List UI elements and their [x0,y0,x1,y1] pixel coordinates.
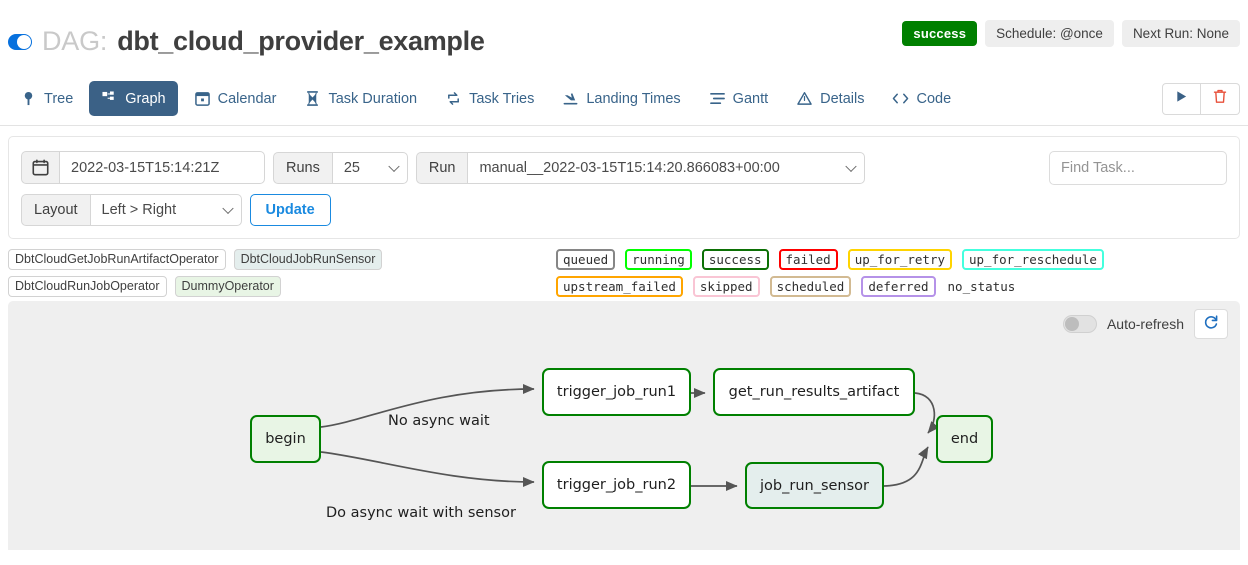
legend-status-scheduled[interactable]: scheduled [769,276,852,297]
run-label: Run [415,151,468,184]
status-badge: success [902,21,978,46]
legend-status-failed[interactable]: failed [778,249,838,270]
graph-node-get-run-results-artifact[interactable]: get_run_results_artifact [713,368,915,416]
tab-graph[interactable]: Graph [89,81,178,116]
update-button[interactable]: Update [249,194,331,226]
runs-group: Runs 25 [273,151,408,184]
node-label: trigger_job_run1 [556,384,677,400]
legend-status-up-for-retry[interactable]: up_for_retry [847,249,952,270]
tab-gantt[interactable]: Gantt [697,81,780,116]
tab-task-duration[interactable]: Task Duration [292,81,429,116]
page-title: DAG: dbt_cloud_provider_example [8,26,485,57]
graph-edges [320,383,940,492]
landing-icon [562,90,579,107]
tab-label: Task Tries [469,90,535,107]
schedule-badge[interactable]: Schedule: @once [985,20,1114,47]
graph-icon [101,90,118,107]
hourglass-icon [304,90,321,107]
refresh-button[interactable] [1194,309,1228,339]
legend-status-running[interactable]: running [625,249,692,270]
tab-details[interactable]: Details [784,81,876,116]
tab-label: Calendar [217,90,277,107]
tab-calendar[interactable]: Calendar [182,81,289,116]
tab-landing-times[interactable]: Landing Times [550,81,692,116]
graph-node-trigger-job-run1[interactable]: trigger_job_run1 [542,368,691,416]
dag-graph-panel: Auto-refresh begin trigger_job_run1 [8,301,1240,550]
delete-dag-button[interactable] [1201,83,1240,115]
tab-label: Task Duration [328,90,418,107]
dag-name-label: dbt_cloud_provider_example [117,26,485,56]
run-group: Run manual__2022-03-15T15:14:20.866083+0… [415,151,866,184]
node-label: begin [265,431,306,447]
legend-operator-chip[interactable]: DummyOperator [174,276,281,297]
warning-triangle-icon [796,90,813,107]
legend-status-upstream-failed[interactable]: upstream_failed [556,276,683,297]
dag-action-buttons [1162,83,1240,115]
controls-row-2: Layout Left > Right Update [21,194,1227,226]
edge-label-no-async-wait: No async wait [388,413,490,429]
layout-group: Layout Left > Right [21,194,242,226]
node-label: trigger_job_run2 [556,477,677,493]
graph-legend: DbtCloudGetJobRunArtifactOperator DbtClo… [8,249,1240,297]
legend-status-deferred[interactable]: deferred [861,276,936,297]
graph-node-job-run-sensor[interactable]: job_run_sensor [745,462,884,509]
auto-refresh-toggle[interactable] [1062,315,1097,333]
graph-node-trigger-job-run2[interactable]: trigger_job_run2 [542,461,691,509]
layout-select[interactable]: Left > Right [89,194,242,226]
dag-pause-toggle[interactable] [8,33,32,50]
auto-refresh-label: Auto-refresh [1106,316,1184,332]
tab-label: Details [820,90,865,107]
tab-label: Tree [44,90,74,107]
dag-view-tabs: Tree Graph Calendar Task Duration Task T… [0,72,1248,126]
legend-status-success[interactable]: success [701,249,769,270]
graph-refresh-controls: Auto-refresh [1062,309,1228,339]
tab-label: Code [916,90,952,107]
legend-operator-chip[interactable]: DbtCloudJobRunSensor [233,249,383,270]
trash-icon [1213,89,1227,109]
dag-controls-panel: Runs 25 Run manual__2022-03-15T15:14:20.… [8,136,1240,239]
trigger-dag-button[interactable] [1162,83,1201,115]
tree-icon [20,90,37,107]
play-icon [1175,90,1188,108]
refresh-icon [1203,314,1219,335]
header-badges: success Schedule: @once Next Run: None [902,20,1240,47]
run-select[interactable]: manual__2022-03-15T15:14:20.866083+00:00 [467,151,866,184]
calendar-icon[interactable] [21,151,59,184]
next-run-badge: Next Run: None [1121,20,1240,47]
gantt-icon [709,90,726,107]
legend-status-skipped[interactable]: skipped [692,276,760,297]
retry-icon [445,90,462,107]
status-legend: queued running success failed up_for_ret… [556,249,1240,297]
layout-label: Layout [21,194,90,226]
tab-label: Landing Times [586,90,681,107]
calendar-icon [194,90,211,107]
tab-label: Graph [125,90,166,107]
node-label: end [950,431,979,447]
dag-header: DAG: dbt_cloud_provider_example success … [0,0,1248,72]
tab-label: Gantt [732,90,769,107]
legend-status-no-status: no_status [947,279,1016,294]
tab-code[interactable]: Code [880,81,963,116]
base-date-input[interactable] [59,151,265,184]
base-date-group [21,151,265,184]
find-task-input[interactable] [1049,151,1227,185]
runs-label: Runs [273,151,332,184]
operator-legend: DbtCloudGetJobRunArtifactOperator DbtClo… [8,249,548,297]
legend-status-up-for-reschedule[interactable]: up_for_reschedule [962,249,1104,270]
edge-label-do-async-wait: Do async wait with sensor [326,505,516,521]
node-label: get_run_results_artifact [728,384,900,400]
controls-row-1: Runs 25 Run manual__2022-03-15T15:14:20.… [21,151,1227,185]
tab-task-tries[interactable]: Task Tries [433,81,546,116]
legend-status-queued[interactable]: queued [556,249,616,270]
dag-prefix-label: DAG: [42,26,108,56]
code-icon [892,90,909,107]
graph-node-end[interactable]: end [936,415,993,463]
tab-tree[interactable]: Tree [8,81,85,116]
node-label: job_run_sensor [760,477,869,494]
runs-select[interactable]: 25 [331,151,408,184]
legend-operator-chip[interactable]: DbtCloudGetJobRunArtifactOperator [8,249,226,270]
graph-node-begin[interactable]: begin [250,415,321,463]
legend-operator-chip[interactable]: DbtCloudRunJobOperator [8,276,167,297]
